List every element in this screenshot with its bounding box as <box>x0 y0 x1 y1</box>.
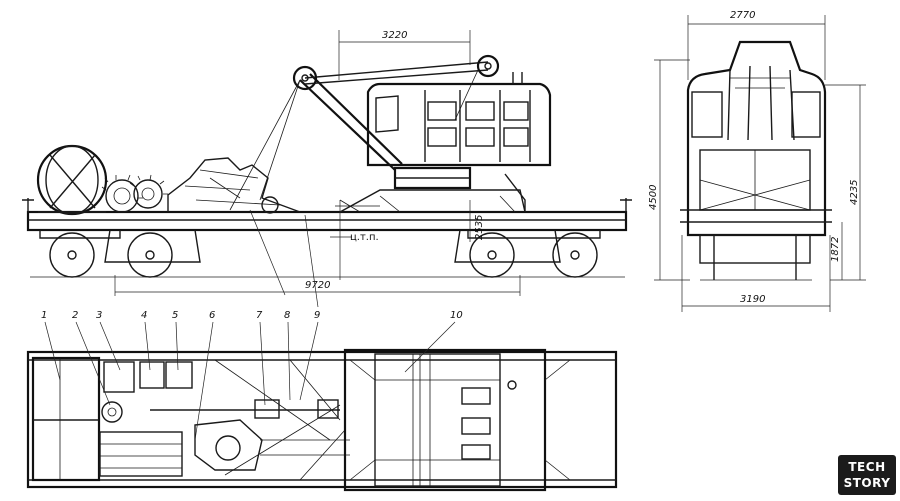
cable-drum <box>36 144 108 216</box>
end-lower-height-label: 1872 <box>830 237 841 262</box>
end-height-left-label: 4500 <box>648 185 659 210</box>
callout-8: 8 <box>284 310 290 321</box>
logo-line-1: TECH <box>848 460 886 474</box>
plan-drum <box>31 356 101 482</box>
callout-10: 10 <box>450 310 463 321</box>
callout-4: 4 <box>141 310 147 321</box>
end-width-label: 2770 <box>730 10 755 21</box>
callout-9: 9 <box>314 310 320 321</box>
plan-crane-body <box>343 348 547 492</box>
bogie-right <box>454 229 561 263</box>
dim-overall-length: 9720 <box>114 275 521 296</box>
end-base-width-label: 3190 <box>740 294 765 305</box>
crane-boom <box>229 54 500 211</box>
end-view: 2770 3190 4500 4235 1872 <box>648 10 866 312</box>
callout-7: 7 <box>256 310 263 321</box>
dim-boom-reach: 3220 <box>338 30 471 80</box>
overall-length-label: 9720 <box>305 280 330 291</box>
end-height-right-label: 4235 <box>849 180 860 205</box>
plan-platform <box>26 350 618 489</box>
boom-reach-label: 3220 <box>382 30 407 41</box>
platform-frame <box>26 210 628 232</box>
callout-2: 2 <box>72 310 78 321</box>
callout-1: 1 <box>41 310 47 321</box>
tech-story-logo: TECH STORY <box>838 455 896 495</box>
logo-line-2: STORY <box>843 476 891 490</box>
plan-view: 1 2 3 4 5 6 7 8 9 10 <box>26 310 618 492</box>
plan-gearbox <box>194 419 263 471</box>
callout-5: 5 <box>172 310 178 321</box>
outrigger-frame <box>339 189 526 213</box>
dim-platform-height: 2535 <box>469 200 485 242</box>
crane-cabin <box>366 72 552 167</box>
callout-3: 3 <box>96 310 102 321</box>
platform-height-label: 2535 <box>474 215 485 240</box>
wheels <box>49 232 598 278</box>
callout-6: 6 <box>209 310 215 321</box>
bogie-left <box>104 229 201 263</box>
turntable <box>393 166 472 190</box>
drive-gearbox <box>167 157 301 213</box>
callout-numbers: 1 2 3 4 5 6 7 8 9 10 <box>41 310 463 321</box>
side-view: 3220 9720 2535 ц.т.п. <box>22 30 632 308</box>
gear-wheels <box>101 174 168 213</box>
callout-leaders <box>44 321 456 441</box>
center-of-mass-label: ц.т.п. <box>350 232 379 243</box>
end-view-body <box>686 40 827 237</box>
